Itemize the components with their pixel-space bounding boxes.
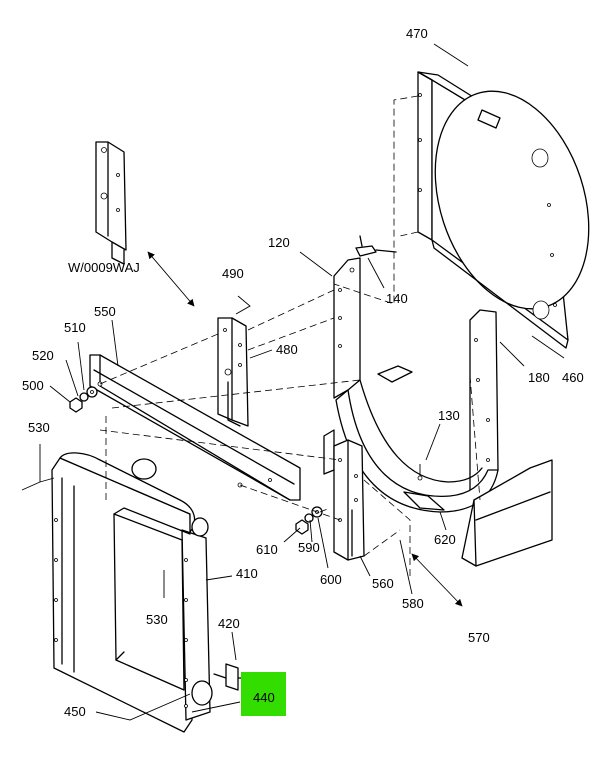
label-520: 520	[32, 348, 54, 363]
label-510: 510	[64, 320, 86, 335]
label-140: 140	[386, 291, 408, 306]
label-580: 580	[402, 596, 424, 611]
fan-shroud	[417, 71, 590, 349]
part-labels: 470 120 140 W/0009WAJ 490 480 550 510 52…	[22, 26, 584, 719]
label-600: 600	[320, 572, 342, 587]
label-550: 550	[94, 304, 116, 319]
bracket-560	[333, 439, 365, 561]
label-530-top: 530	[28, 420, 50, 435]
label-480: 480	[276, 342, 298, 357]
label-530-mid: 530	[146, 612, 168, 627]
label-490: 490	[222, 266, 244, 281]
hardware-left	[69, 386, 98, 413]
label-560: 560	[372, 576, 394, 591]
label-460: 460	[562, 370, 584, 385]
upper-bracket	[95, 141, 127, 265]
label-ref: W/0009WAJ	[68, 260, 140, 275]
label-570: 570	[468, 630, 490, 645]
label-620: 620	[434, 532, 456, 547]
frame-rail	[461, 459, 553, 567]
label-410: 410	[236, 566, 258, 581]
label-120: 120	[268, 235, 290, 250]
fitting-140	[355, 235, 397, 257]
radiator-assembly	[51, 452, 213, 733]
label-500: 500	[22, 378, 44, 393]
label-590: 590	[298, 540, 320, 555]
leader-lines	[21, 43, 565, 721]
label-420: 420	[218, 616, 240, 631]
label-130: 130	[438, 408, 460, 423]
seal-strip-550	[89, 354, 301, 501]
alignment-lines	[99, 95, 481, 580]
highlight-440[interactable]	[241, 672, 286, 716]
radiator-support	[323, 257, 499, 513]
label-440[interactable]: 440	[253, 690, 275, 705]
label-450: 450	[64, 704, 86, 719]
label-180: 180	[528, 370, 550, 385]
label-470: 470	[406, 26, 428, 41]
label-610: 610	[256, 542, 278, 557]
bracket-480	[217, 317, 249, 427]
